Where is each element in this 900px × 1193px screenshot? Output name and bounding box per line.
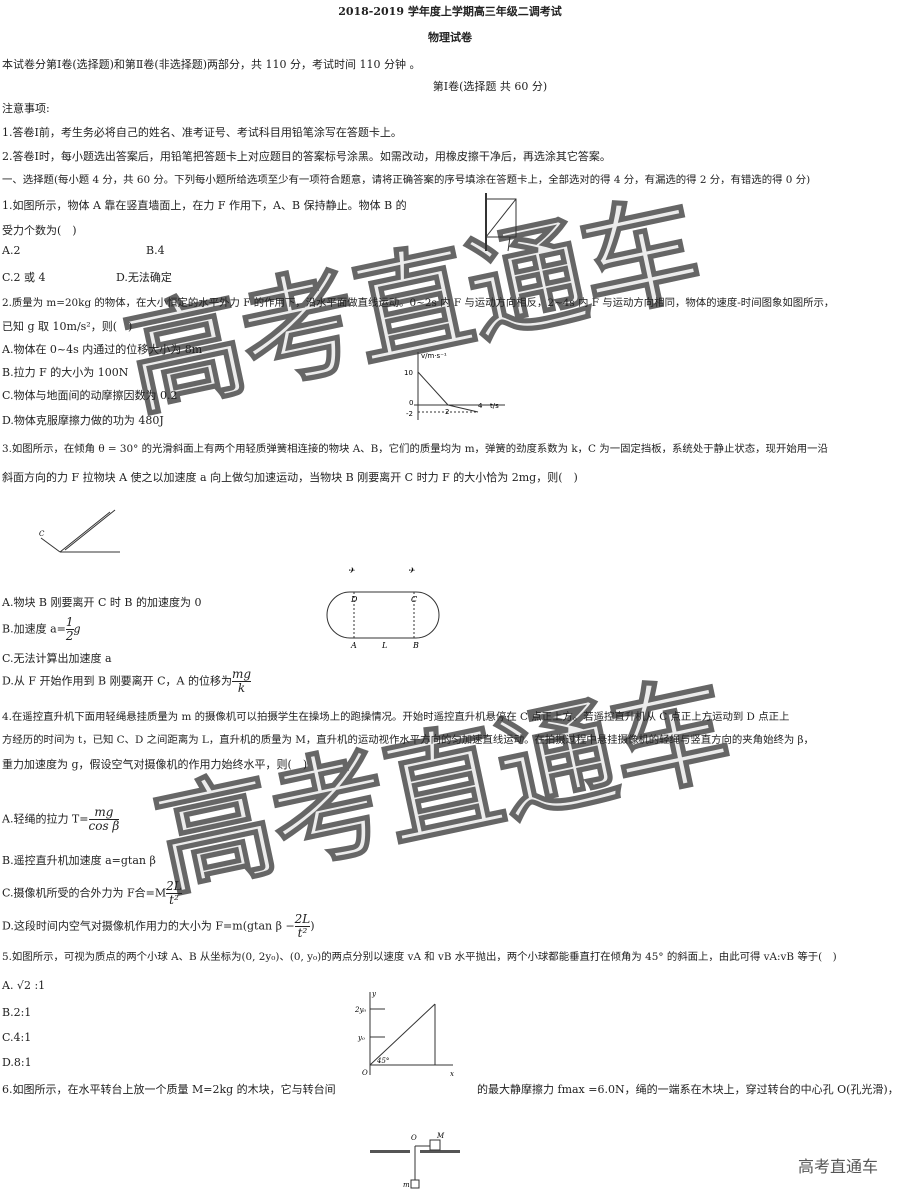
notes-label: 注意事项:: [2, 102, 50, 115]
question-5: 5.如图所示，可视为质点的两个小球 A、B 从坐标为(0, 2y₀)、(0, y…: [2, 951, 837, 963]
label: O: [362, 1069, 368, 1077]
exam-subject: 物理试卷: [428, 31, 472, 44]
x-axis-label: t/s: [490, 402, 499, 410]
label: m: [403, 1181, 410, 1189]
question-6: 6.如图所示，在水平转台上放一个质量 M=2kg 的木块，它与转台间: [2, 1083, 336, 1096]
option: B.2:1: [2, 1006, 32, 1019]
question-2: 2.质量为 m=20kg 的物体，在大小恒定的水平外力 F 的作用下，沿水平面做…: [2, 297, 835, 309]
numerator: 2L: [166, 879, 182, 894]
tick-label: 4: [478, 402, 483, 410]
option-text: B.加速度 a=: [2, 622, 66, 636]
svg-text:✈: ✈: [408, 566, 415, 575]
option: D.8:1: [2, 1056, 32, 1069]
option: A.物体在 0~4s 内通过的位移大小为 8m: [2, 343, 203, 356]
tick-label: -2: [406, 410, 413, 418]
numerator: 1: [65, 615, 74, 630]
tick-label: 0: [409, 399, 413, 407]
svg-text:✈: ✈: [348, 566, 355, 575]
question-1-cont: 受力个数为( ): [2, 224, 77, 237]
label: y₀: [357, 1034, 365, 1042]
question-4-cont: 重力加速度为 g，假设空气对摄像机的作用力始终水平，则( ): [2, 758, 308, 771]
label: 2y₀: [355, 1006, 366, 1014]
intro-text: 本试卷分第Ⅰ卷(选择题)和第Ⅱ卷(非选择题)两部分，共 110 分，考试时间 1…: [2, 58, 421, 71]
option: A.物块 B 刚要离开 C 时 B 的加速度为 0: [2, 596, 202, 609]
option: D.无法确定: [116, 271, 172, 284]
denominator: t²: [297, 926, 308, 940]
label: D: [350, 595, 358, 604]
option-text: A.轻绳的拉力 T=: [2, 812, 89, 826]
label: 45°: [376, 1057, 389, 1065]
question-2-cont: 已知 g 取 10m/s²，则( ): [2, 320, 133, 333]
tick-label: 2: [445, 408, 449, 416]
svg-text:C: C: [39, 530, 45, 538]
denominator: 2: [65, 629, 74, 643]
numerator: 2L: [294, 912, 311, 927]
question-3: 3.如图所示，在倾角 θ = 30° 的光滑斜面上有两个用轻质弹簧相连接的物块 …: [2, 443, 828, 455]
logo-text: 高考直通车: [797, 1157, 878, 1176]
numerator: mg: [88, 806, 120, 820]
option: B.遥控直升机加速度 a=gtan β: [2, 854, 156, 867]
y-axis-label: v/m·s⁻¹: [421, 352, 447, 360]
question-4: 4.在遥控直升机下面用轻绳悬挂质量为 m 的摄像机可以拍摄学生在操场上的跑操情况…: [2, 711, 790, 723]
question-3-cont: 斜面方向的力 F 拉物块 A 使之以加速度 a 向上做匀加速运动，当物块 B 刚…: [2, 471, 578, 484]
option-text: D.这段时间内空气对摄像机作用力的大小为 F=m(gtan β −: [2, 919, 295, 933]
section-title: 第Ⅰ卷(选择题 共 60 分): [432, 80, 548, 93]
question-6-cont: 的最大静摩擦力 fmax =6.0N，绳的一端系在木块上，穿过转台的中心孔 O(…: [477, 1083, 899, 1096]
denominator: cos β: [88, 819, 120, 833]
option-text: D.从 F 开始作用到 B 刚要离开 C，A 的位移为: [2, 674, 232, 688]
label: x: [450, 1070, 454, 1078]
label: O: [411, 1134, 417, 1142]
option: C.4:1: [2, 1031, 32, 1044]
option: B.拉力 F 的大小为 100N: [2, 366, 129, 379]
label: M: [436, 1132, 445, 1140]
option: A.2: [2, 244, 21, 257]
q4-track-figure: ✈ ✈ D C A L B: [326, 566, 440, 650]
q1-figure: [485, 193, 517, 252]
label: B: [412, 641, 419, 650]
exam-title: 2018-2019 学年度上学期高三年级二调考试: [338, 5, 562, 18]
tick-label: 10: [404, 369, 413, 377]
note-item: 1.答卷Ⅰ前，考生务必将自己的姓名、准考证号、考试科目用铅笔涂写在答题卡上。: [2, 126, 402, 139]
label: L: [381, 641, 387, 650]
q6-figure: O M m: [370, 1132, 460, 1189]
q3-incline-figure: C: [39, 509, 120, 553]
option: C.无法计算出加速度 a: [2, 652, 112, 665]
option: C.2 或 4: [2, 271, 46, 284]
label: A: [350, 641, 357, 650]
denominator: k: [237, 681, 246, 695]
numerator: mg: [231, 667, 252, 682]
option: D.物体克服摩擦力做的功为 480J: [2, 414, 164, 427]
q5-figure: y 2y₀ y₀ O 45° x: [355, 990, 454, 1078]
label: y: [371, 990, 377, 998]
option: B.4: [146, 244, 165, 257]
label: C: [411, 595, 417, 604]
option-text: C.摄像机所受的合外力为 F合=M: [2, 886, 167, 900]
option-tail: g: [73, 622, 81, 636]
q2-vt-graph: v/m·s⁻¹ 10 0 -2 2 4 t/s: [404, 352, 505, 420]
option: A. √2 :1: [2, 979, 46, 992]
question-4-cont: 方经历的时间为 t，已知 C、D 之间距离为 L，直升机的质量为 M，直升机的运…: [2, 734, 814, 746]
note-item: 2.答卷Ⅰ时，每小题选出答案后，用铅笔把答题卡上对应题目的答案标号涂黑。如需改动…: [2, 150, 611, 163]
part-instructions: 一、选择题(每小题 4 分，共 60 分。下列每小题所给选项至少有一项符合题意，…: [2, 174, 811, 186]
option: C.物体与地面间的动摩擦因数为 0.2: [2, 389, 178, 402]
denominator: t²: [169, 893, 179, 907]
question-1: 1.如图所示，物体 A 靠在竖直墙面上，在力 F 作用下，A、B 保持静止。物体…: [2, 199, 407, 212]
